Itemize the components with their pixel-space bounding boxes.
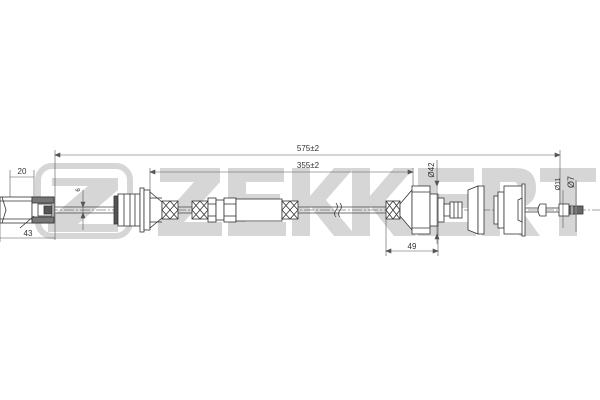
left-end-fitting: [0, 196, 55, 229]
dim-right-tip-diameter: Ø7: [566, 176, 576, 188]
dim-overall-length: 575±2: [297, 144, 320, 153]
dim-left-diameter: 6: [76, 188, 82, 192]
dim-inner-length: 355±2: [297, 161, 320, 170]
left-grommet: [113, 187, 163, 233]
dim-left-offset: 43: [24, 229, 33, 238]
crimp-ferrules: [161, 197, 401, 223]
dim-right-body-diameter: Ø42: [427, 162, 436, 178]
dim-right-end-diameter: Ø11: [555, 178, 562, 191]
dimension-lines: [0, 150, 577, 256]
dim-right-offset: 49: [408, 242, 417, 251]
dim-left-end-length: 20: [18, 167, 27, 176]
